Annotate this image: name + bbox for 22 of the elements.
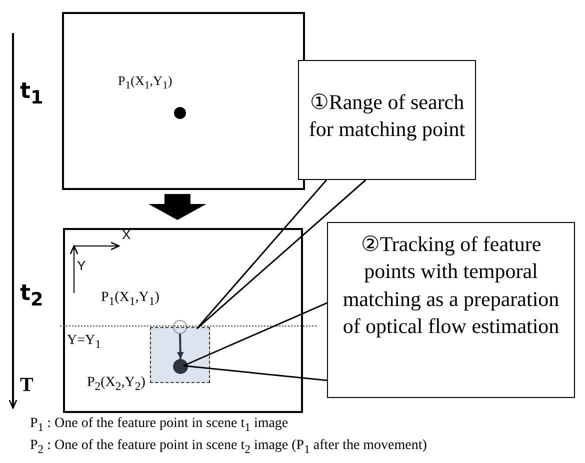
image-frame — [62, 12, 305, 190]
axis-label: Y — [77, 259, 86, 274]
image-frame — [63, 228, 303, 413]
callout-box: ②Tracking of feature points with temporal matching as a preparation of optical flow estimation — [327, 222, 575, 398]
axis-label: X — [122, 228, 131, 242]
time-label: T — [20, 374, 34, 396]
search-range-box — [150, 327, 210, 383]
feature-point-dot — [172, 358, 188, 374]
arrow — [176, 334, 184, 360]
time-label: t$_{1}$ — [20, 80, 44, 109]
callout-box: ①Range of search for matching point — [298, 60, 476, 180]
block-arrow — [148, 194, 206, 220]
callout-pointer — [182, 302, 328, 382]
note-text: P$_{1}$ : One of the feature point in scene t$_{1}$ image — [30, 416, 288, 435]
callout-pointer — [196, 179, 366, 330]
note-text: P$_{2}$ : One of the feature point in scene t$_{2}$ image (P$_{1}$ after the movement) — [30, 438, 427, 457]
previous-position-circle — [173, 320, 187, 334]
point-label: P$_{1}$(X$_{1}$,Y$_{1}$) — [118, 74, 172, 92]
time-label: t$_{2}$ — [20, 282, 44, 311]
point-label: P$_{2}$(X$_{2}$,Y$_{2}$) — [87, 375, 146, 394]
line-equation-label: Y=Y$_{1}$ — [67, 333, 101, 352]
point-label: P$_{1}$(X$_{1}$,Y$_{1}$) — [101, 290, 160, 309]
